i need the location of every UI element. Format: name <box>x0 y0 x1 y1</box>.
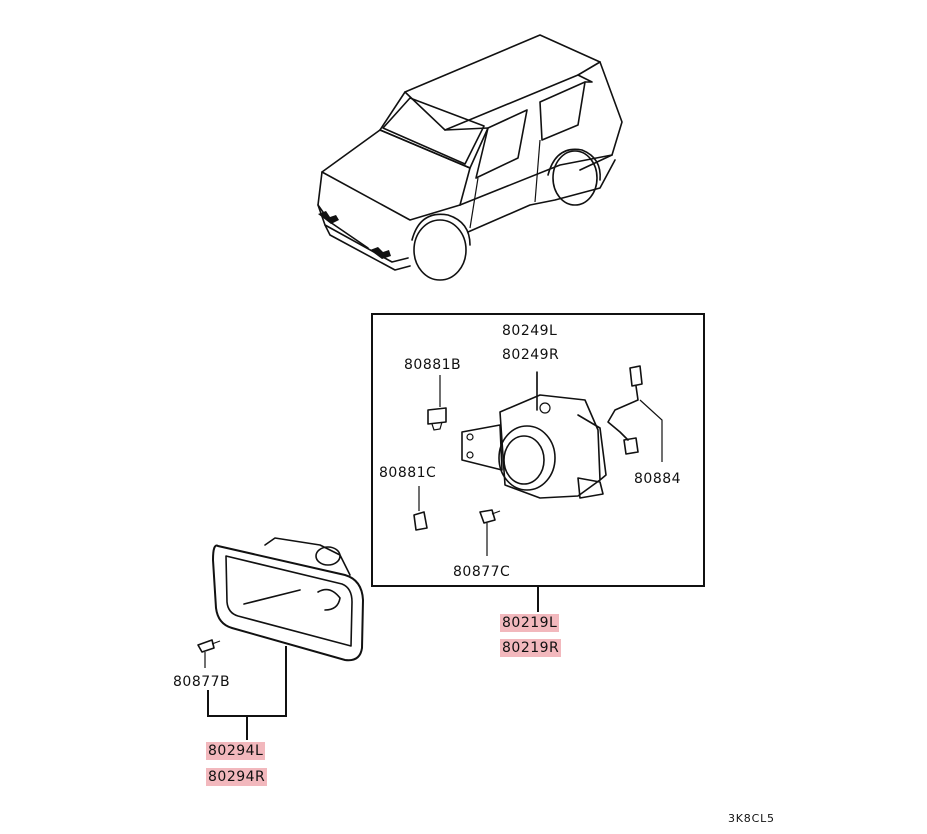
clip-b-part <box>427 407 447 431</box>
label-80877b: 80877B <box>173 674 231 690</box>
label-80249r: 80249R <box>502 347 560 363</box>
label-80219l: 80219L <box>500 614 560 632</box>
fog-lamp-cover <box>211 537 365 662</box>
diagram-code: 3K8CL5 <box>728 812 775 825</box>
harness-leader <box>639 399 663 462</box>
label-80877c: 80877C <box>453 564 511 580</box>
label-80219r: 80219R <box>500 639 562 657</box>
clip-c-part <box>413 511 428 531</box>
label-80294r: 80294R <box>206 768 268 786</box>
label-80294l: 80294L <box>206 742 266 760</box>
label-80884: 80884 <box>634 471 682 487</box>
label-80881c: 80881C <box>379 465 437 481</box>
harness-part <box>607 365 643 455</box>
label-80249l: 80249L <box>502 323 558 339</box>
fog-lamp-assembly <box>461 371 607 499</box>
vehicle-illustration <box>317 34 623 281</box>
label-80881b: 80881B <box>404 357 462 373</box>
screw-b-part <box>197 639 221 653</box>
screw-c-part <box>479 509 501 524</box>
